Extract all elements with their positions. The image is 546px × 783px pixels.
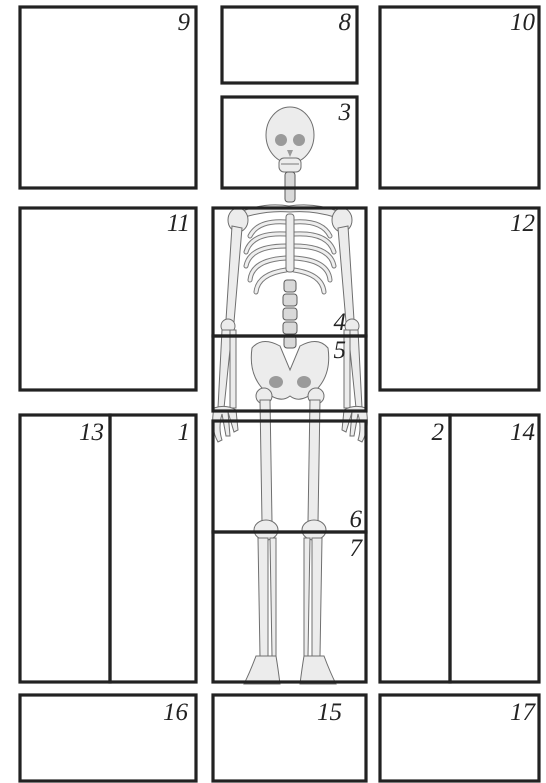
region-10[interactable]: 10 (380, 7, 539, 188)
region-label: 17 (510, 699, 537, 726)
region-label: 15 (317, 699, 342, 726)
region-15[interactable]: 15 (213, 695, 366, 781)
region-1[interactable]: 1 (110, 415, 196, 682)
region-label: 13 (79, 419, 104, 446)
region-13[interactable]: 13 (20, 415, 110, 682)
region-11[interactable]: 11 (20, 208, 196, 390)
human-skeleton-icon (213, 107, 368, 684)
region-6[interactable]: 6 (213, 421, 366, 533)
region-label: 8 (339, 9, 352, 36)
region-label: 10 (510, 9, 536, 36)
region-label: 4 (334, 309, 347, 336)
region-label: 3 (338, 99, 352, 126)
region-8[interactable]: 8 (222, 7, 357, 83)
region-label: 6 (350, 506, 363, 533)
region-7[interactable]: 7 (213, 532, 366, 682)
region-label: 1 (178, 419, 191, 446)
region-label: 12 (510, 210, 535, 237)
region-14[interactable]: 14 (450, 415, 539, 682)
region-label: 9 (178, 9, 191, 36)
region-2[interactable]: 2 (380, 415, 450, 682)
region-label: 7 (350, 535, 364, 562)
region-label: 14 (510, 419, 535, 446)
region-label: 5 (334, 337, 347, 364)
region-9[interactable]: 9 (20, 7, 196, 188)
region-12[interactable]: 12 (380, 208, 539, 390)
region-label: 11 (167, 210, 190, 237)
region-17[interactable]: 17 (380, 695, 539, 781)
region-label: 16 (163, 699, 189, 726)
region-label: 2 (432, 419, 445, 446)
region-16[interactable]: 16 (20, 695, 196, 781)
